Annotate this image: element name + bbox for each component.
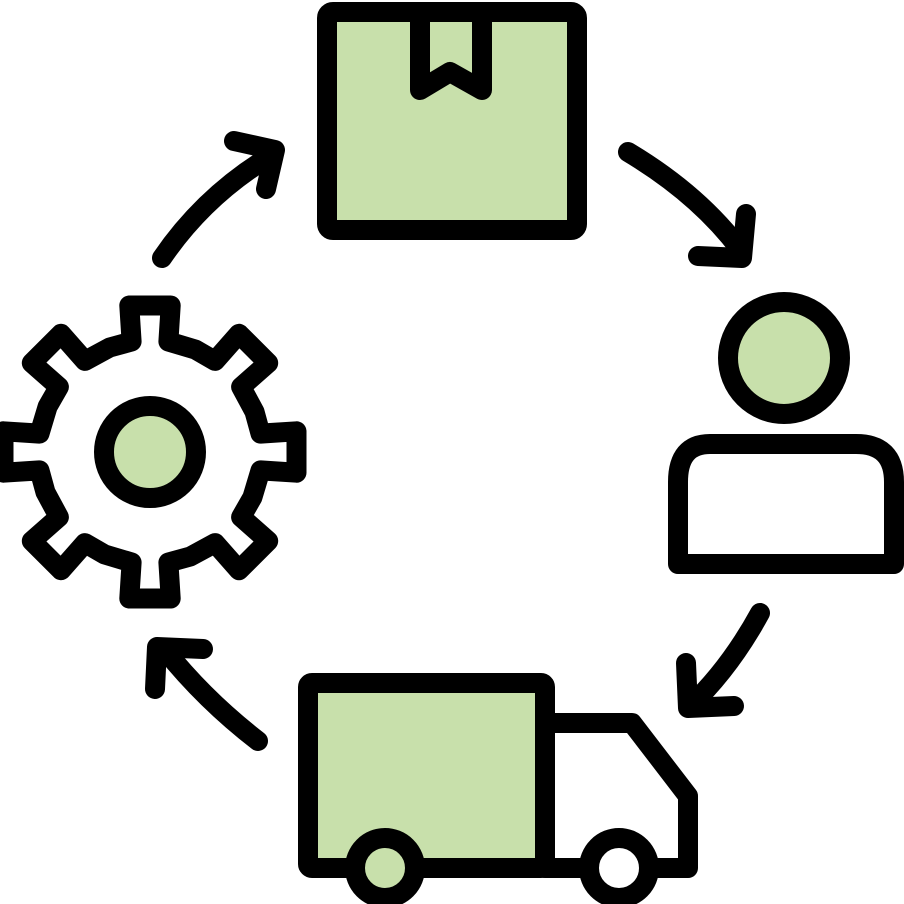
customer-person-icon (668, 292, 904, 574)
delivery-truck-icon (298, 673, 698, 904)
arrow-gear-to-box (152, 131, 285, 268)
arrow-box-to-person (618, 142, 756, 268)
arrow-truck-to-gear (145, 637, 268, 751)
arrow-person-to-truck (676, 603, 770, 718)
truck-rear-wheel (345, 828, 425, 904)
gear-icon (0, 295, 307, 609)
package-box-icon (317, 2, 587, 240)
truck-front-wheel (579, 828, 659, 904)
